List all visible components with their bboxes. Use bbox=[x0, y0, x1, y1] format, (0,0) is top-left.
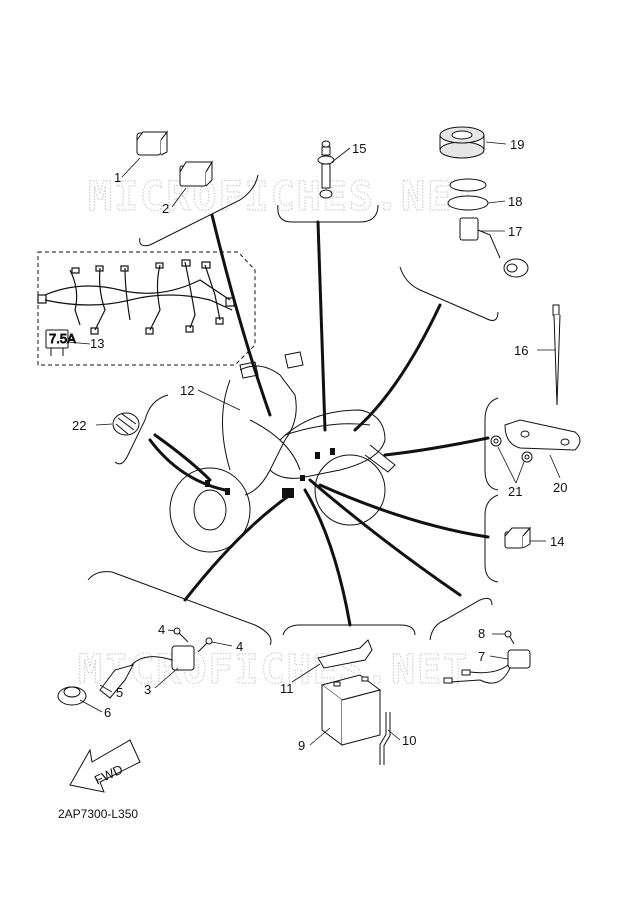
callout-8: 8 bbox=[478, 626, 485, 641]
bracket-part-11 bbox=[317, 639, 373, 669]
cable-tie-part-16 bbox=[552, 304, 561, 406]
harness-dashed-box bbox=[37, 251, 256, 366]
callout-18: 18 bbox=[508, 194, 522, 209]
relay-part-7 bbox=[443, 649, 531, 684]
relay-part-14 bbox=[504, 526, 532, 549]
bolt-part-4 bbox=[173, 627, 213, 653]
scooter-outline bbox=[169, 351, 396, 553]
callout-10: 10 bbox=[402, 733, 416, 748]
flasher-part-22 bbox=[112, 412, 140, 436]
callout-2: 2 bbox=[162, 201, 169, 216]
relay-part-1 bbox=[136, 130, 168, 156]
callout-7: 7 bbox=[478, 649, 485, 664]
fuel-sender-part-17-18 bbox=[447, 178, 529, 278]
callout-12: 12 bbox=[180, 383, 194, 398]
callout-20: 20 bbox=[553, 480, 567, 495]
callout-4-left: 4 bbox=[158, 622, 165, 637]
callout-17: 17 bbox=[508, 224, 522, 239]
callout-1: 1 bbox=[114, 170, 121, 185]
callout-15: 15 bbox=[352, 141, 366, 156]
callout-3: 3 bbox=[144, 682, 151, 697]
leader-lines bbox=[148, 213, 490, 627]
screw-part-8 bbox=[504, 630, 515, 645]
section-brackets bbox=[87, 174, 499, 646]
callout-leaders bbox=[67, 141, 561, 746]
callout-16: 16 bbox=[514, 343, 528, 358]
grommet-part-19 bbox=[439, 126, 485, 159]
callout-11: 11 bbox=[280, 681, 294, 696]
callout-22: 22 bbox=[72, 418, 86, 433]
callout-19: 19 bbox=[510, 137, 524, 152]
wire-harness-part-12 bbox=[37, 259, 235, 335]
callout-5: 5 bbox=[116, 685, 123, 700]
fwd-arrow: FWD bbox=[69, 739, 141, 793]
callout-14: 14 bbox=[550, 534, 564, 549]
fuse-rating-label: 7.5A bbox=[49, 331, 76, 346]
diagram-code: 2AP7300-L350 bbox=[58, 807, 138, 821]
watermark-bottom: MICROFICHES.NET bbox=[78, 647, 469, 693]
callout-6: 6 bbox=[104, 705, 111, 720]
relay-part-2 bbox=[179, 160, 213, 187]
watermark-top: MICROFICHES.NET bbox=[88, 174, 479, 220]
callout-9: 9 bbox=[298, 738, 305, 753]
scooter-connectors bbox=[205, 448, 335, 498]
callout-13: 13 bbox=[90, 336, 104, 351]
fuse-part-13: 7.5A bbox=[45, 329, 77, 356]
cap-part-6 bbox=[57, 686, 87, 706]
battery-part-9 bbox=[320, 674, 382, 746]
callout-numbers: 1 2 3 4 4 5 6 7 8 9 10 11 12 13 14 15 16… bbox=[72, 137, 567, 753]
callout-21: 21 bbox=[508, 484, 522, 499]
callout-4-right: 4 bbox=[236, 639, 243, 654]
nut-part-21 bbox=[490, 435, 533, 463]
plate-part-20 bbox=[504, 419, 581, 451]
